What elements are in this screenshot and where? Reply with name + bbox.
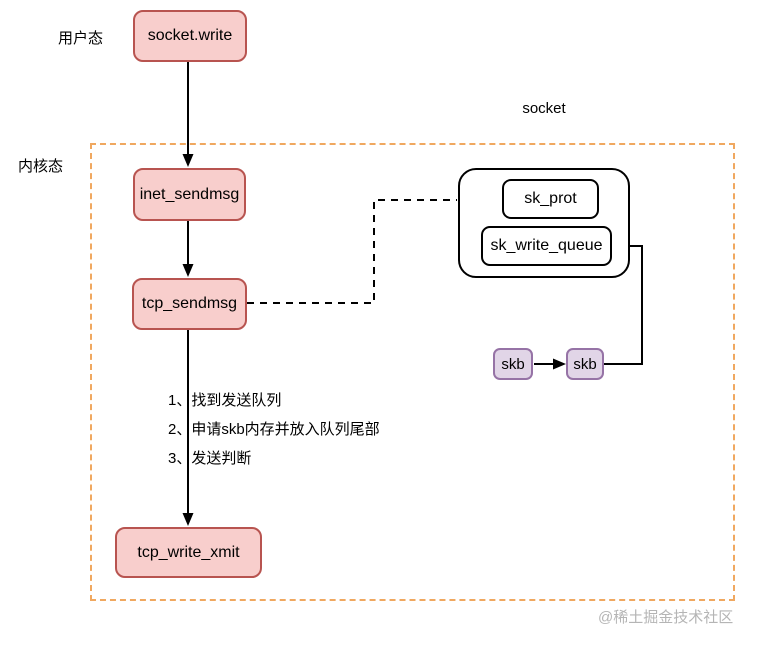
node-tcp-sendmsg: tcp_sendmsg xyxy=(132,278,247,330)
kernel-mode-label: 内核态 xyxy=(18,158,64,175)
node-skb-left: skb xyxy=(493,348,533,380)
node-tcp-write-xmit: tcp_write_xmit xyxy=(115,527,262,578)
node-skb-right: skb xyxy=(566,348,604,380)
user-mode-label: 用户态 xyxy=(58,30,104,47)
socket-struct-label: socket xyxy=(522,100,566,117)
node-sk-prot: sk_prot xyxy=(502,179,599,219)
node-socket-write: socket.write xyxy=(133,10,247,62)
step-2: 2、申请skb内存并放入队列尾部 xyxy=(168,421,380,438)
steps-annotation: 1、找到发送队列 2、申请skb内存并放入队列尾部 3、发送判断 xyxy=(168,386,380,473)
kernel-boundary-box xyxy=(90,143,735,601)
node-inet-sendmsg: inet_sendmsg xyxy=(133,168,246,221)
step-3: 3、发送判断 xyxy=(168,450,252,467)
watermark: @稀土掘金技术社区 xyxy=(598,609,734,626)
node-sk-write-queue: sk_write_queue xyxy=(481,226,612,266)
step-1: 1、找到发送队列 xyxy=(168,392,282,409)
